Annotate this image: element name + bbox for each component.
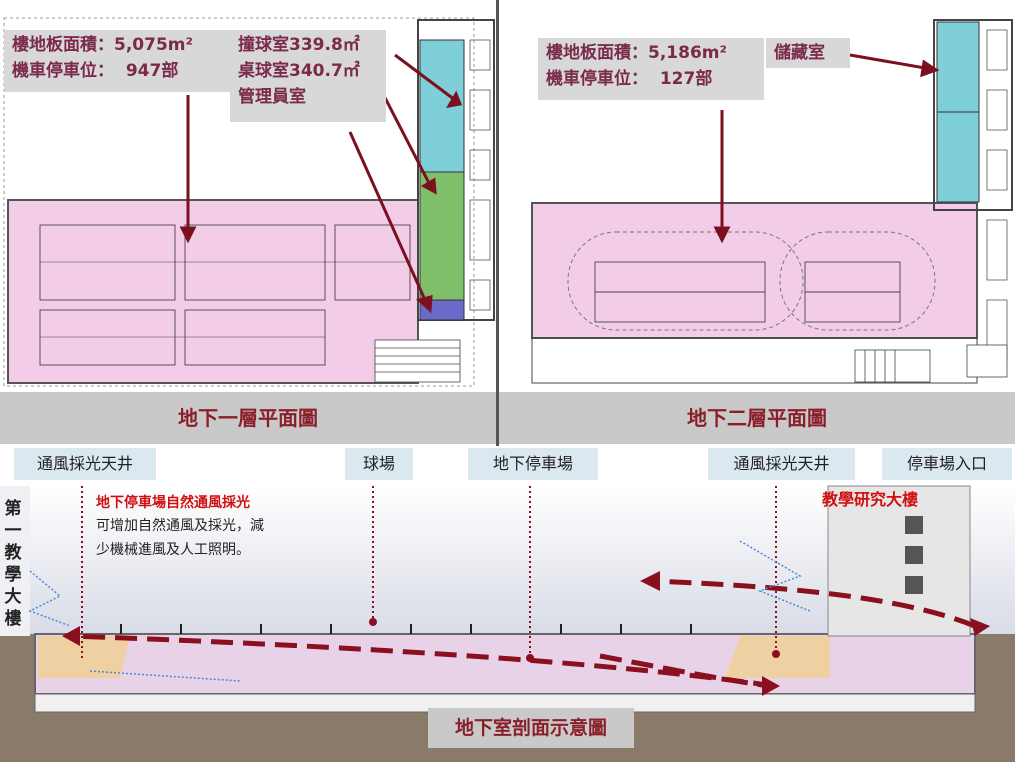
section-label-court: 球場: [345, 448, 413, 480]
ventilation-note-line-2: 少機械進風及人工照明。: [96, 542, 250, 558]
section-drawing: [0, 485, 1015, 762]
basement-volume: [34, 633, 976, 695]
left-building-char-4: 大: [4, 587, 22, 607]
b1-plan-panel: 樓地板面積：5,075m² 機車停車位： 947部 撞球室339.8㎡ 桌球室3…: [0, 0, 496, 390]
b2-title: 地下二層平面圖: [499, 392, 1015, 444]
ventilation-note-line-1: 可增加自然通風及採光，減: [96, 518, 264, 534]
b1-moto-label: 機車停車位：: [12, 61, 114, 81]
b1-room-manager: 管理員室: [238, 87, 306, 107]
section-label-parking: 地下停車場: [468, 448, 598, 480]
research-building: [827, 485, 971, 637]
ventilation-note-title: 地下停車場自然通風採光: [96, 495, 250, 511]
left-building-char-2: 教: [4, 543, 22, 563]
b1-title: 地下一層平面圖: [0, 392, 496, 444]
b1-room-billiard: 撞球室339.8㎡: [238, 35, 360, 55]
b2-plan-panel: 樓地板面積：5,186m² 機車停車位： 127部 儲藏室: [500, 0, 1015, 390]
b1-info-box: 樓地板面積：5,075m² 機車停車位： 947部: [4, 30, 232, 92]
b1-room-pingpong: 桌球室340.7㎡: [238, 61, 360, 81]
left-building-label: 第 一 教 學 大 樓: [3, 498, 25, 630]
section-label-lightwell-right: 通風採光天井: [708, 448, 855, 480]
plans-divider: [496, 0, 499, 446]
pingpong-room: [419, 171, 465, 301]
left-building-char-3: 學: [4, 565, 22, 585]
b1-area-label: 樓地板面積：5,075m²: [12, 35, 193, 55]
b2-area-label: 樓地板面積：5,186m²: [546, 43, 727, 63]
b1-floorplan: [3, 17, 495, 387]
b1-moto-count: 947部: [125, 61, 179, 81]
section-title: 地下室剖面示意圖: [428, 708, 634, 748]
b2-room-box: 儲藏室: [766, 38, 850, 68]
b1-rooms-box: 撞球室339.8㎡ 桌球室340.7㎡ 管理員室: [230, 30, 386, 122]
b2-info-box: 樓地板面積：5,186m² 機車停車位： 127部: [538, 38, 764, 100]
left-building-char-0: 第: [4, 499, 22, 519]
section-label-lightwell-left: 通風採光天井: [14, 448, 156, 480]
b2-room-storage: 儲藏室: [774, 43, 825, 63]
left-building-char-5: 樓: [4, 609, 22, 629]
billiard-room: [419, 39, 465, 173]
left-building-char-1: 一: [4, 521, 22, 541]
right-building-label: 教學研究大樓: [822, 490, 919, 509]
section-diagram: 通風採光天井 球場 地下停車場 通風採光天井 停車場入口 第 一 教 學 大 樓…: [0, 446, 1015, 762]
b1-moto-row: 機車停車位： 947部: [12, 58, 224, 84]
b2-moto-label: 機車停車位：: [546, 69, 648, 89]
section-label-entrance: 停車場入口: [882, 448, 1012, 480]
b2-floorplan: [531, 19, 1013, 384]
b2-moto-row: 機車停車位： 127部: [546, 66, 756, 92]
b2-moto-count: 127部: [659, 69, 713, 89]
